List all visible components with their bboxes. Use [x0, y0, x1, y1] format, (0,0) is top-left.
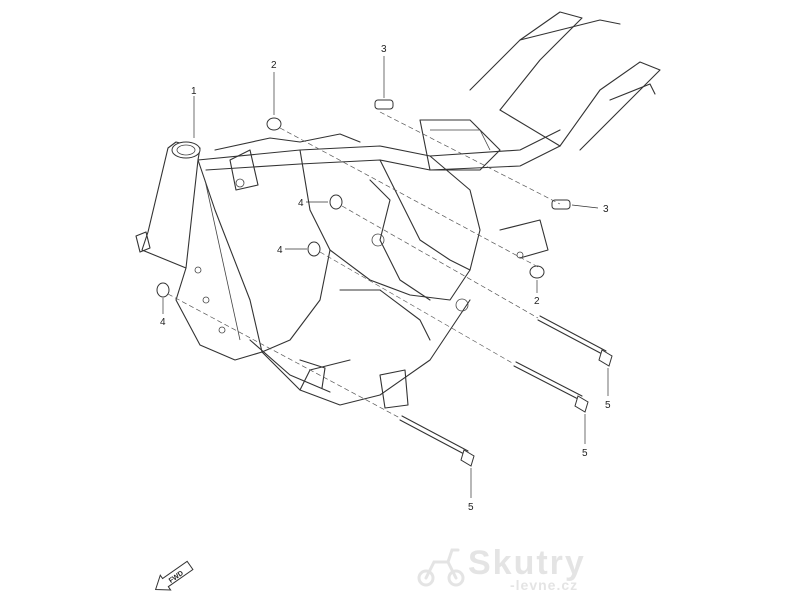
grommet-2-right: [529, 265, 545, 279]
callout-4-mid-lower: 4: [277, 245, 283, 256]
bolt-5-right: [537, 315, 613, 367]
rubber-3-right: [551, 199, 571, 210]
fwd-arrow: FWD: [154, 560, 194, 591]
fwd-label: FWD: [168, 570, 185, 585]
callout-1: 1: [191, 86, 197, 97]
callout-2-top: 2: [271, 60, 277, 71]
callout-5-right: 5: [605, 400, 611, 411]
small-parts: [156, 99, 613, 467]
bolt-5-mid: [513, 361, 589, 413]
nut-4-mid-upper: [329, 194, 343, 210]
grommet-2-top: [266, 117, 282, 131]
motorcycle-frame: [135, 11, 661, 409]
callouts: 1 2 2 3 3 4 4 4 5 5 5 5: [160, 44, 611, 513]
callout-3-top: 3: [381, 44, 387, 55]
leader-lines: [162, 56, 609, 498]
callout-3-right: 3: [603, 204, 609, 215]
callout-4-left: 4: [160, 317, 166, 328]
callout-5-mid: 5: [582, 448, 588, 459]
rubber-3-top: [374, 99, 394, 110]
nut-4-left: [156, 282, 170, 298]
callout-5-lower: 5: [468, 502, 474, 513]
watermark-brand: Skutry: [468, 544, 586, 582]
scooter-icon: [417, 548, 465, 587]
bolt-5-bottom: [399, 415, 475, 467]
nut-4-mid-lower: [307, 241, 321, 257]
callout-2-right: 2: [534, 296, 540, 307]
callout-4-mid-upper: 4: [298, 198, 304, 209]
watermark-domain: -levne.cz: [510, 577, 578, 593]
watermark-logo: Skutry -levne.cz: [417, 544, 586, 593]
assembly-lines: [167, 111, 561, 419]
